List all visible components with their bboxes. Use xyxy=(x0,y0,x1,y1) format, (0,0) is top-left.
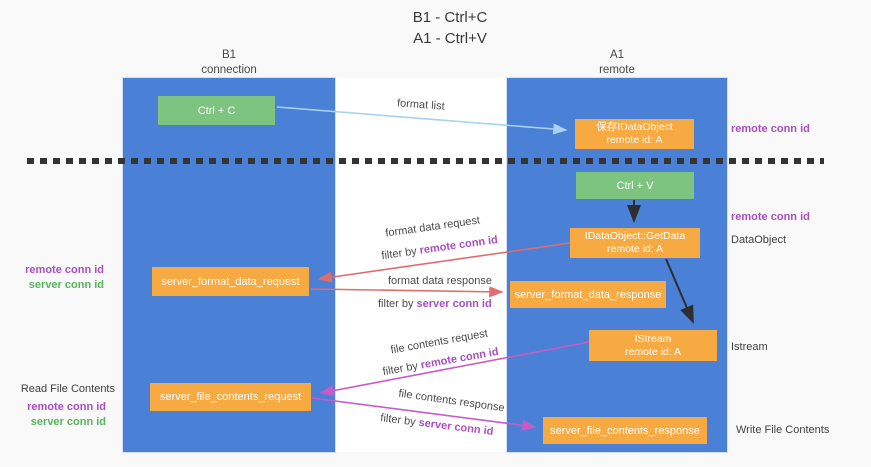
box-ctrl-v-label: Ctrl + V xyxy=(616,179,654,192)
box-server-format-data-request: server_format_data_request xyxy=(152,267,309,296)
lane-header-b1: B1 connection xyxy=(123,48,335,78)
lane-b1-subtitle: connection xyxy=(201,64,257,76)
right-write-file-contents-label: Write File Contents xyxy=(736,424,830,436)
box-idataobject-getdata: IDataObject::GetData remote id: A xyxy=(570,228,700,258)
left-read-file-contents-label: Read File Contents xyxy=(20,383,115,395)
lane-a1-subtitle: remote xyxy=(599,64,635,76)
left-server-conn-id-1: server conn id xyxy=(28,279,104,291)
lane-header-a1: A1 remote xyxy=(507,48,727,78)
box-istream-line1: IStream xyxy=(634,332,672,345)
label-format-data-response: format data response xyxy=(388,275,492,287)
box-save-idataobject: 保存IDataObject remote id: A xyxy=(575,119,694,149)
box-save-idataobject-line2: remote id: A xyxy=(606,134,663,146)
title-line-a1: A1 - Ctrl+V xyxy=(413,30,487,47)
left-remote-conn-id-1: remote conn id xyxy=(25,264,104,276)
right-dataobject-label: DataObject xyxy=(731,234,787,246)
lane-a1-title: A1 xyxy=(609,49,625,61)
filter-key-server-conn-id: server conn id xyxy=(416,298,492,310)
diagram-title: B1 - Ctrl+C A1 - Ctrl+V xyxy=(225,7,675,49)
box-server-file-contents-request: server_file_contents_request xyxy=(150,383,311,411)
box-server-format-data-request-label: server_format_data_request xyxy=(161,275,300,288)
filter-prefix: filter by xyxy=(378,298,417,310)
right-remote-conn-id-2: remote conn id xyxy=(731,211,810,223)
box-ctrl-c: Ctrl + C xyxy=(158,96,275,125)
box-server-format-data-response-label: server_format_data_response xyxy=(514,288,662,301)
box-server-file-contents-response: server_file_contents_response xyxy=(543,417,707,444)
box-server-format-data-response: server_format_data_response xyxy=(510,281,666,308)
lane-b1-title: B1 xyxy=(221,49,237,61)
left-remote-conn-id-2: remote conn id xyxy=(27,401,106,413)
dashed-separator-line xyxy=(27,158,824,164)
label-filter-server-1: filter by server conn id xyxy=(378,298,492,310)
title-line-b1: B1 - Ctrl+C xyxy=(412,9,488,26)
box-getdata-line1: IDataObject::GetData xyxy=(584,230,686,242)
box-server-file-contents-request-label: server_file_contents_request xyxy=(159,391,302,403)
right-istream-label: Istream xyxy=(731,341,768,353)
left-server-conn-id-2: server conn id xyxy=(30,416,106,428)
box-ctrl-c-label: Ctrl + C xyxy=(197,104,236,117)
box-istream-line2: remote id: A xyxy=(624,345,682,358)
right-remote-conn-id-1: remote conn id xyxy=(731,123,810,135)
box-getdata-line2: remote id: A xyxy=(606,243,664,255)
box-istream: IStream remote id: A xyxy=(589,330,717,361)
box-save-idataobject-line1: 保存IDataObject xyxy=(596,121,673,133)
box-server-file-contents-response-label: server_file_contents_response xyxy=(550,424,700,437)
box-ctrl-v: Ctrl + V xyxy=(576,172,694,199)
